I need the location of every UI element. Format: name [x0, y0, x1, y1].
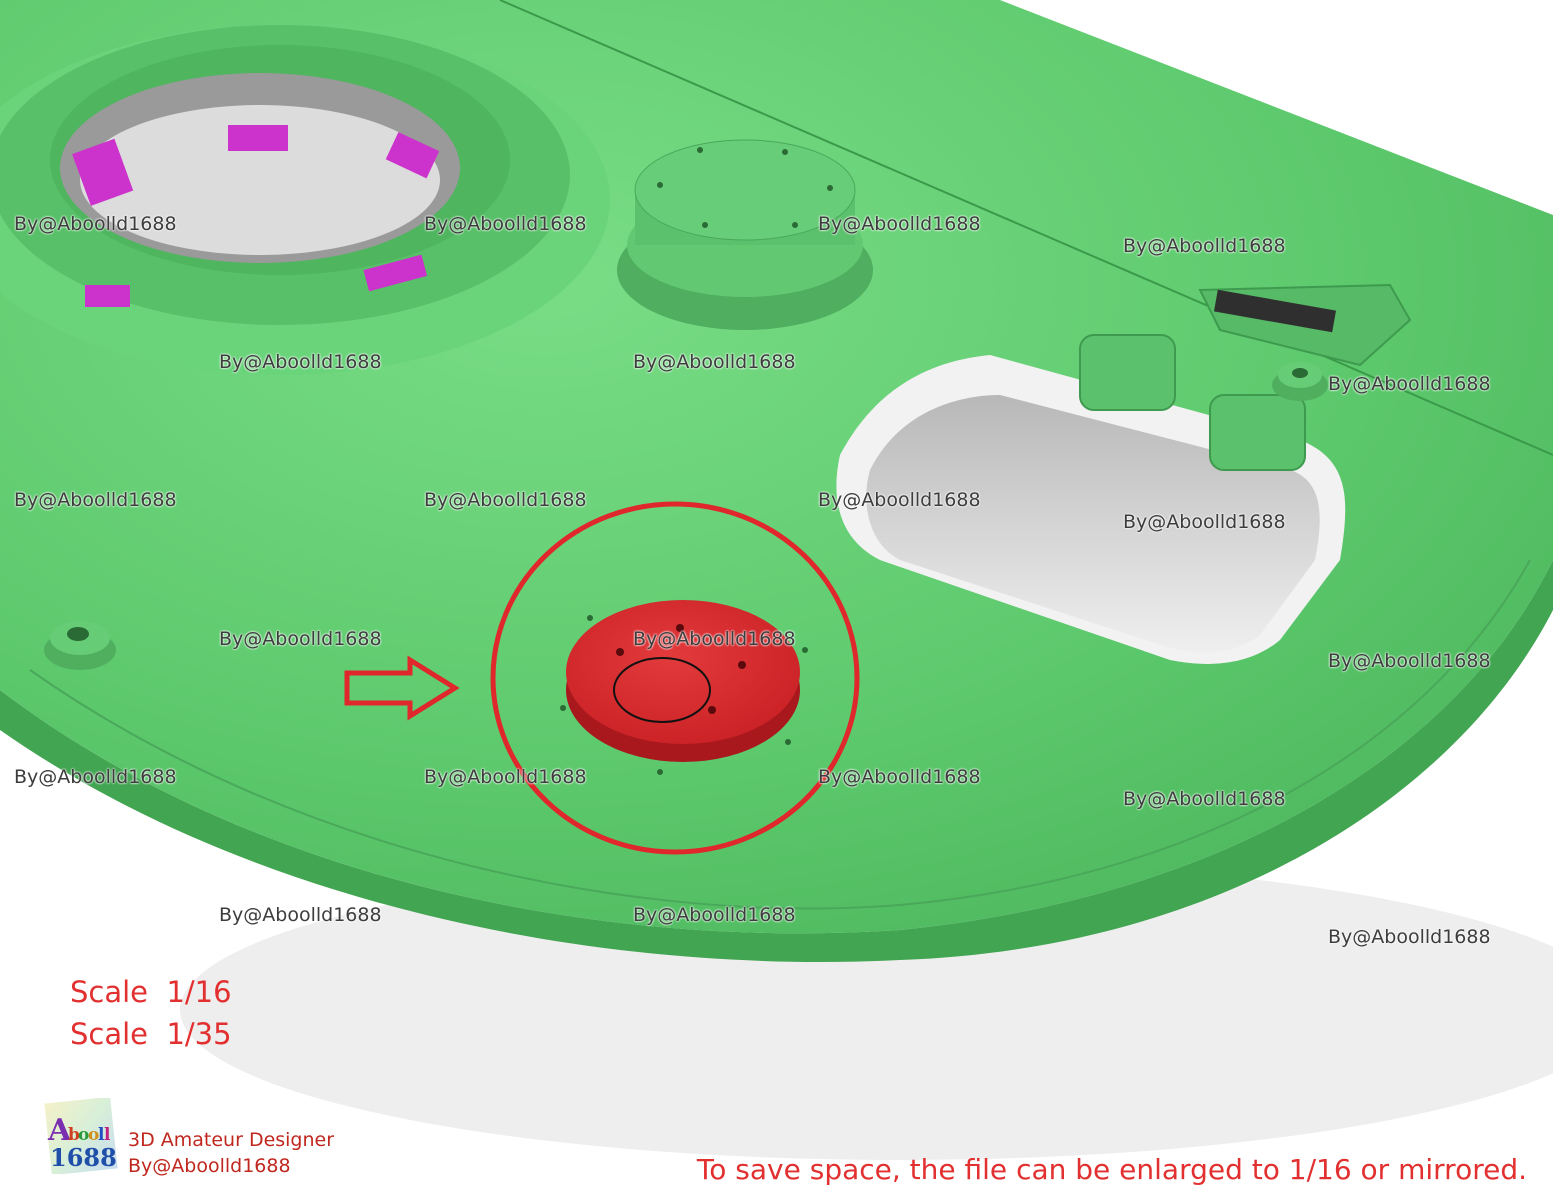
watermark: By@Aboolld1688 — [818, 213, 981, 235]
watermark: By@Aboolld1688 — [633, 628, 796, 650]
credit-title: 3D Amateur Designer — [128, 1129, 335, 1151]
watermark: By@Aboolld1688 — [14, 766, 177, 788]
aboolld-logo: A b o o l l 1688 — [44, 1098, 118, 1174]
watermark: By@Aboolld1688 — [424, 489, 587, 511]
credit-author: By@Aboolld1688 — [128, 1155, 291, 1177]
watermark: By@Aboolld1688 — [219, 628, 382, 650]
watermark: By@Aboolld1688 — [1123, 788, 1286, 810]
scale-label: Scale 1/35 — [70, 1017, 232, 1051]
watermark: By@Aboolld1688 — [1328, 373, 1491, 395]
boss-left — [44, 621, 116, 670]
svg-text:o: o — [88, 1125, 99, 1145]
svg-text:o: o — [78, 1125, 89, 1145]
panel-seam — [499, 0, 1553, 456]
watermark: By@Aboolld1688 — [424, 766, 587, 788]
watermark: By@Aboolld1688 — [818, 489, 981, 511]
watermark: By@Aboolld1688 — [14, 489, 177, 511]
pointer-arrow-icon — [344, 655, 460, 721]
boss-right — [1272, 362, 1328, 401]
watermark: By@Aboolld1688 — [633, 351, 796, 373]
periscope-mount — [617, 139, 873, 330]
svg-text:l: l — [104, 1125, 111, 1145]
highlight-circle — [490, 501, 860, 855]
svg-text:1688: 1688 — [50, 1143, 117, 1172]
svg-text:l: l — [98, 1125, 105, 1145]
watermark: By@Aboolld1688 — [1328, 650, 1491, 672]
svg-text:A: A — [47, 1113, 72, 1148]
rear-bracket — [1198, 283, 1412, 367]
watermark: By@Aboolld1688 — [14, 213, 177, 235]
footer-note: To save space, the file can be enlarged … — [696, 1153, 1527, 1186]
hatch-opening — [836, 334, 1346, 664]
watermark: By@Aboolld1688 — [219, 904, 382, 926]
watermark: By@Aboolld1688 — [1123, 235, 1286, 257]
svg-text:b: b — [68, 1125, 80, 1145]
watermark: By@Aboolld1688 — [424, 213, 587, 235]
rim-seam — [29, 559, 1531, 910]
watermark: By@Aboolld1688 — [1123, 511, 1286, 533]
watermark: By@Aboolld1688 — [818, 766, 981, 788]
highlighted-part — [560, 600, 808, 775]
watermark: By@Aboolld1688 — [219, 351, 382, 373]
watermark: By@Aboolld1688 — [1328, 926, 1491, 948]
turret-ring — [0, 25, 610, 375]
watermark: By@Aboolld1688 — [633, 904, 796, 926]
scale-label: Scale 1/16 — [70, 975, 232, 1009]
